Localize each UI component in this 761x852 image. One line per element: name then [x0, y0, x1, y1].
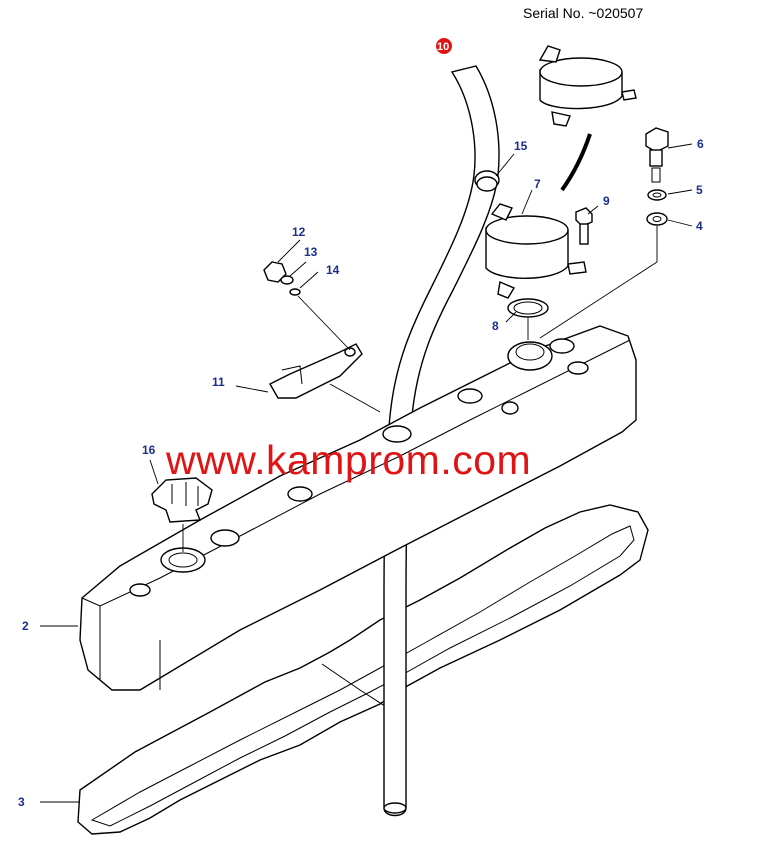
gasket-part-3[interactable] — [77, 504, 649, 835]
callout-15[interactable]: 15 — [514, 139, 528, 153]
nut-part-12[interactable] — [263, 261, 287, 283]
washer-part-14[interactable] — [289, 288, 301, 296]
callout-3[interactable]: 3 — [18, 795, 25, 809]
washer-part-5[interactable] — [647, 189, 667, 201]
callout-16[interactable]: 16 — [142, 443, 156, 457]
o-ring-part-8[interactable] — [507, 298, 549, 318]
bolt-part-9[interactable] — [575, 207, 593, 245]
callout-7[interactable]: 7 — [534, 177, 541, 191]
callout-4[interactable]: 4 — [696, 219, 703, 233]
serial-number: Serial No. ~020507 — [523, 5, 644, 21]
callout-10-marker — [436, 38, 452, 54]
callout-9[interactable]: 9 — [603, 194, 610, 208]
filler-cap-part-16[interactable] — [151, 477, 213, 552]
bolt-part-6[interactable] — [645, 127, 669, 183]
head-cover-part-2[interactable] — [79, 325, 637, 691]
washer-part-13[interactable] — [280, 275, 294, 285]
callout-2[interactable]: 2 — [22, 619, 29, 633]
callout-8[interactable]: 8 — [492, 319, 499, 333]
callout-6[interactable]: 6 — [697, 137, 704, 151]
breather-cover[interactable] — [538, 45, 637, 192]
watermark: www.kamprom.com — [166, 437, 532, 483]
callout-14[interactable]: 14 — [326, 263, 340, 277]
callout-12[interactable]: 12 — [292, 225, 306, 239]
callout-13[interactable]: 13 — [304, 245, 318, 259]
washer-part-4[interactable] — [646, 212, 668, 226]
breather-part-7[interactable] — [485, 203, 587, 299]
callout-11[interactable]: 11 — [212, 375, 225, 389]
hose-part-15[interactable] — [476, 176, 498, 192]
callout-10[interactable]: 10 — [437, 41, 449, 53]
callout-5[interactable]: 5 — [696, 183, 703, 197]
bracket-part-11[interactable] — [269, 343, 363, 399]
